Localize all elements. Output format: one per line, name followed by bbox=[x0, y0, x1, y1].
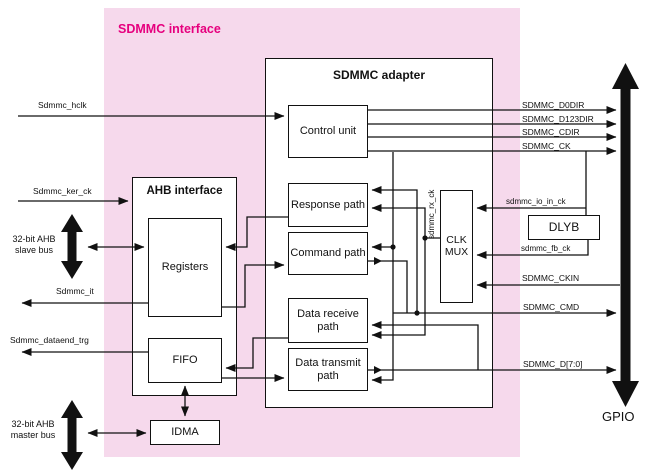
sdmmc-adapter-title: SDMMC adapter bbox=[332, 68, 425, 82]
slave-bus-line1: 32-bit AHB bbox=[12, 234, 56, 244]
data-transmit-path-label: Data transmit path bbox=[295, 357, 361, 382]
idma-box: IDMA bbox=[150, 420, 220, 445]
clk-mux-box: CLK MUX bbox=[440, 190, 473, 303]
idma-label: IDMA bbox=[171, 426, 199, 439]
signal-sdmmc-fb-ck: sdmmc_fb_ck bbox=[521, 244, 571, 253]
master-bus-line2: master bus bbox=[10, 430, 56, 441]
signal-sdmmc-cdir: SDMMC_CDIR bbox=[522, 127, 580, 137]
control-unit-box: Control unit bbox=[288, 105, 368, 158]
data-transmit-path-box: Data transmit path bbox=[288, 348, 368, 391]
fifo-label: FIFO bbox=[172, 354, 198, 367]
gpio-bus-arrow bbox=[612, 63, 639, 407]
slave-bus-label: 32-bit AHB slave bus bbox=[6, 234, 62, 257]
clk-mux-label: CLK MUX bbox=[444, 233, 469, 258]
master-bus-label: 32-bit AHB master bus bbox=[4, 419, 62, 442]
dlyb-box: DLYB bbox=[528, 215, 600, 240]
region-title: SDMMC interface bbox=[118, 22, 221, 36]
data-receive-path-box: Data receive path bbox=[288, 298, 368, 343]
ahb-interface-title: AHB interface bbox=[146, 185, 223, 197]
signal-sdmmc-d70: SDMMC_D[7:0] bbox=[523, 359, 583, 369]
response-path-box: Response path bbox=[288, 183, 368, 227]
signal-sdmmc-hclk: Sdmmc_hclk bbox=[38, 100, 87, 110]
ahb-slave-bus-arrow bbox=[61, 214, 83, 279]
command-path-box: Command path bbox=[288, 232, 368, 275]
control-unit-label: Control unit bbox=[299, 125, 357, 138]
master-bus-line1: 32-bit AHB bbox=[11, 419, 55, 429]
fifo-box: FIFO bbox=[148, 338, 222, 383]
signal-sdmmc-ck: SDMMC_CK bbox=[522, 141, 571, 151]
signal-sdmmc-d0dir: SDMMC_D0DIR bbox=[522, 100, 585, 110]
signal-sdmmc-ker-ck: Sdmmc_ker_ck bbox=[33, 186, 92, 196]
signal-sdmmc-io-in-ck: sdmmc_io_in_ck bbox=[506, 197, 566, 206]
slave-bus-line2: slave bus bbox=[14, 245, 54, 256]
signal-sdmmc-it: Sdmmc_it bbox=[56, 286, 94, 296]
signal-sdmmc-dataend-trg: Sdmmc_dataend_trg bbox=[10, 335, 89, 345]
ahb-master-bus-arrow bbox=[61, 400, 83, 470]
signal-sdmmc-cmd: SDMMC_CMD bbox=[523, 302, 580, 312]
response-path-label: Response path bbox=[291, 198, 365, 211]
registers-label: Registers bbox=[161, 261, 209, 274]
gpio-label: GPIO bbox=[602, 409, 635, 424]
dlyb-label: DLYB bbox=[548, 219, 580, 234]
signal-sdmmc-d123dir: SDMMC_D123DIR bbox=[522, 114, 594, 124]
signal-sdmmc-ckin: SDMMC_CKIN bbox=[522, 273, 580, 283]
data-receive-path-label: Data receive path bbox=[297, 308, 359, 333]
registers-box: Registers bbox=[148, 218, 222, 317]
command-path-label: Command path bbox=[290, 247, 366, 260]
signal-sdmmc-rx-ck: sdmmc_rx_ck bbox=[427, 189, 436, 239]
